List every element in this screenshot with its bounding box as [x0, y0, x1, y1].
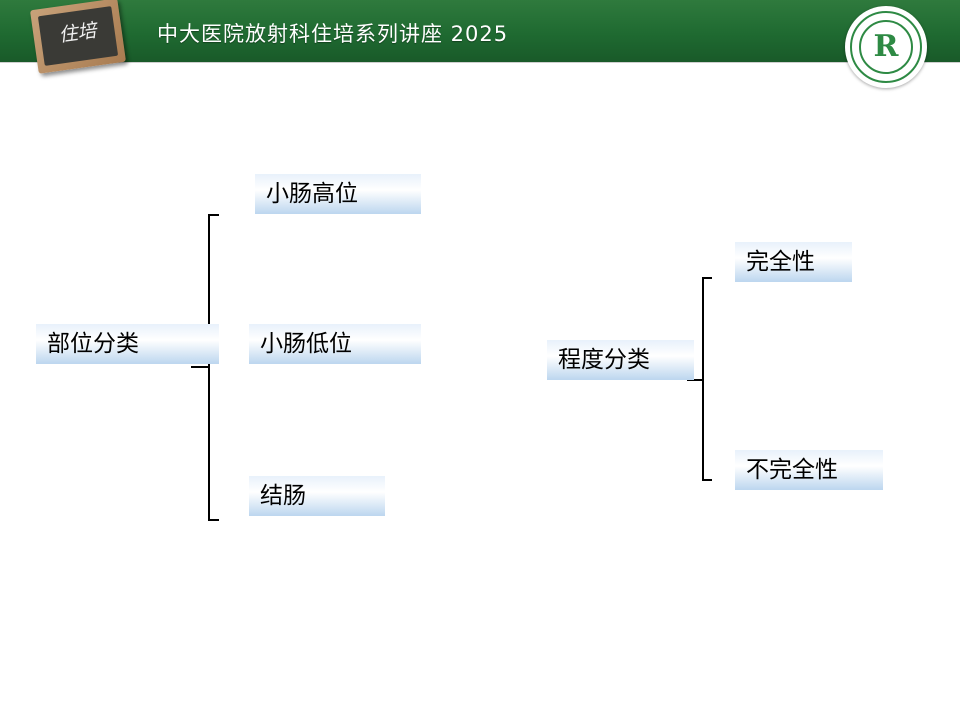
hospital-logo: R: [845, 6, 927, 88]
left-bracket: [191, 214, 219, 521]
logo-outer-ring: [850, 11, 922, 83]
node-small-intestine-low: 小肠低位: [249, 324, 421, 364]
logo-mark: R: [873, 29, 899, 64]
node-incomplete: 不完全性: [735, 450, 883, 490]
node-location-classification: 部位分类: [36, 324, 219, 364]
lecture-title: 中大医院放射科住培系列讲座 2025: [157, 22, 509, 46]
node-degree-classification: 程度分类: [547, 340, 694, 380]
node-complete: 完全性: [735, 242, 852, 282]
node-colon: 结肠: [249, 476, 385, 516]
node-small-intestine-high: 小肠高位: [255, 174, 421, 214]
right-bracket: [687, 277, 712, 481]
logo-inner-ring: [859, 20, 913, 74]
header-bar: 住培 中大医院放射科住培系列讲座 2025: [0, 0, 960, 74]
